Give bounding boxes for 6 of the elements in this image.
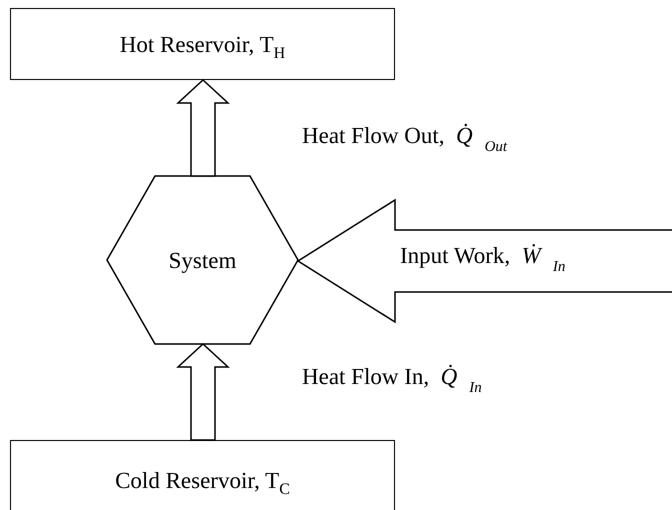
node-label: System <box>168 248 236 272</box>
reservoir-box <box>10 440 395 510</box>
node-label: Hot Reservoir, T$_{H}$ <box>120 32 286 56</box>
block-arrow <box>176 342 230 441</box>
block-arrow <box>176 78 230 177</box>
reservoir-box <box>10 8 395 80</box>
